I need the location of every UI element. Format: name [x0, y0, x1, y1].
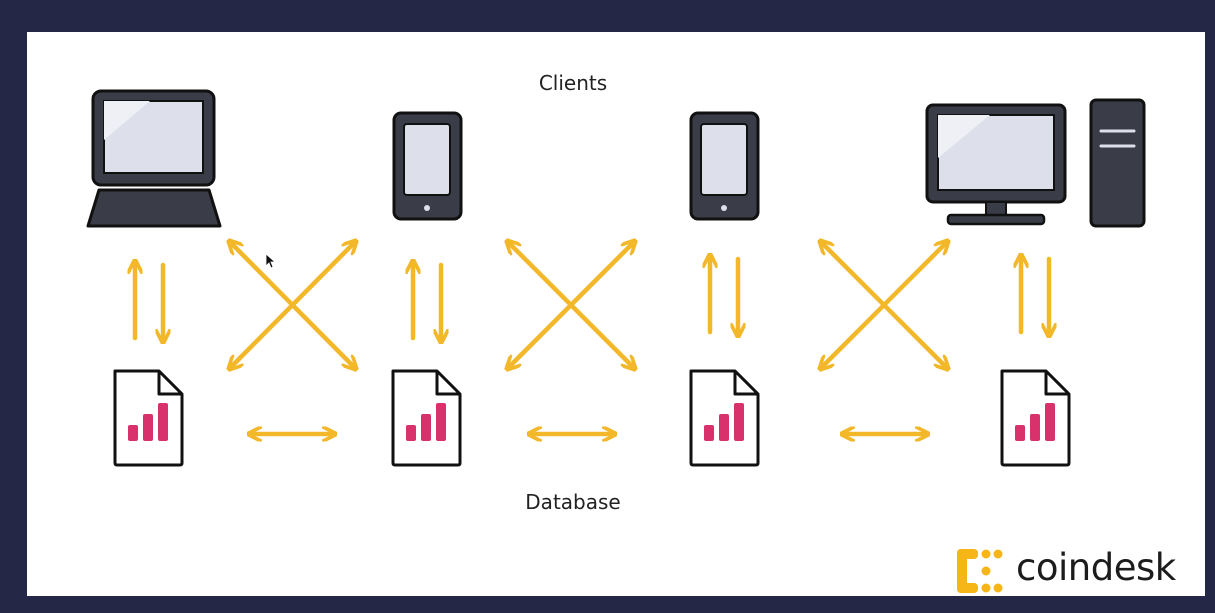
clients-label: Clients [538, 71, 608, 95]
laptop-icon [86, 89, 222, 228]
mouse-cursor-icon [265, 253, 277, 269]
coindesk-logo-icon [957, 549, 1003, 593]
database-file-icon [391, 369, 462, 467]
database-file-icon [689, 369, 760, 467]
diagonal-arrow [232, 244, 353, 366]
database-file-icon [113, 369, 184, 467]
diagonal-arrow [823, 244, 945, 366]
coindesk-logo-text: coindesk [1016, 546, 1176, 589]
phone-icon [392, 111, 463, 221]
phone-icon [689, 111, 760, 221]
database-file-icon [1000, 369, 1071, 467]
database-label: Database [525, 490, 621, 514]
desktop-icon [925, 98, 1146, 228]
diagonal-arrow [510, 244, 632, 366]
